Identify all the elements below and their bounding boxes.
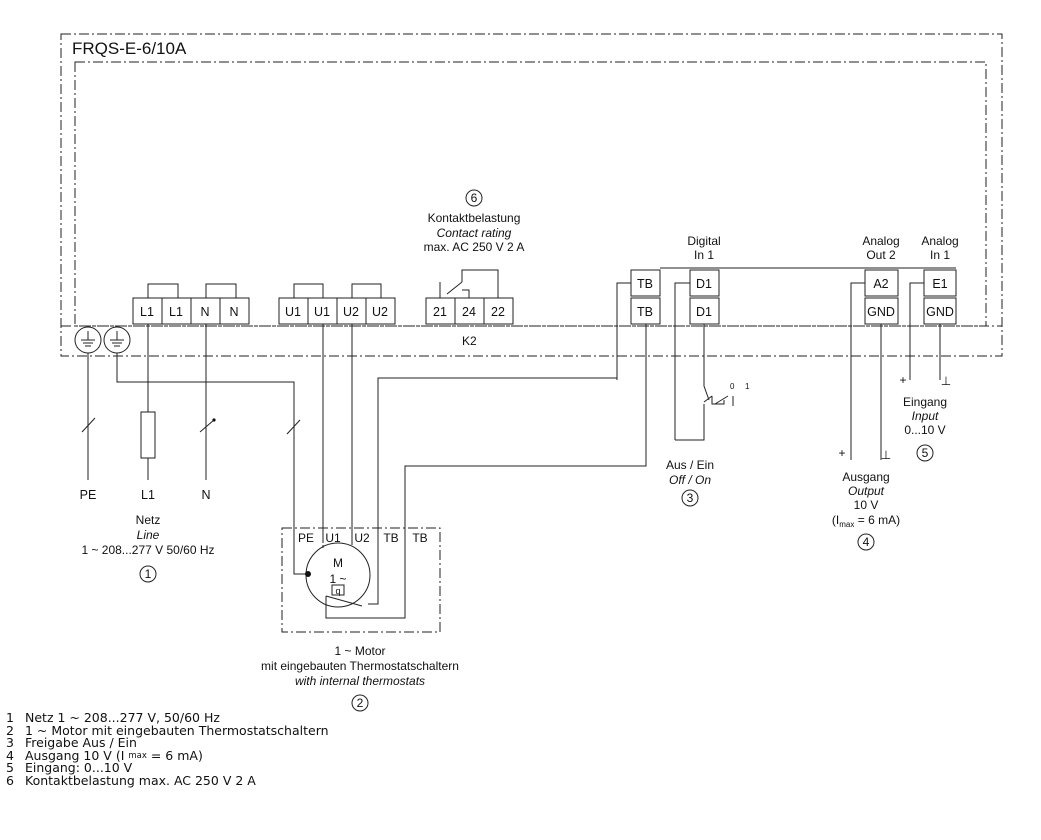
- analog-out-label: Analog: [862, 234, 899, 248]
- marker-2: [351, 694, 369, 712]
- marker-1: [139, 565, 157, 583]
- svg-text:U1: U1: [325, 531, 341, 545]
- svg-text:10 V: 10 V: [854, 498, 879, 512]
- svg-text:2: 2: [357, 696, 364, 710]
- svg-text:A2: A2: [873, 277, 888, 291]
- svg-text:U1: U1: [285, 305, 301, 319]
- svg-text:D1: D1: [696, 277, 712, 291]
- svg-text:L1: L1: [169, 305, 183, 319]
- svg-text:D1: D1: [696, 305, 712, 319]
- analog-in-label: Analog: [921, 234, 958, 248]
- svg-text:M: M: [333, 556, 343, 570]
- svg-text:Off / On: Off / On: [669, 473, 711, 487]
- svg-text:In 1: In 1: [930, 248, 950, 262]
- ground-icon: [103, 326, 131, 354]
- contact-label: Kontaktbelastung: [428, 211, 521, 225]
- svg-text:TB: TB: [383, 531, 398, 545]
- svg-text:GND: GND: [926, 305, 954, 319]
- svg-text:1 ~ 208...277 V 50/60 Hz: 1 ~ 208...277 V 50/60 Hz: [81, 543, 214, 557]
- marker-3: [681, 489, 699, 507]
- svg-text:⊥: ⊥: [881, 448, 891, 462]
- svg-text:Input: Input: [912, 409, 939, 423]
- inner-frame: [74, 61, 987, 327]
- svg-text:4: 4: [863, 535, 870, 549]
- svg-text:max. AC 250 V 2 A: max. AC 250 V 2 A: [424, 240, 525, 254]
- svg-text:3: 3: [687, 491, 694, 505]
- ausgang-label: Ausgang: [842, 470, 889, 484]
- svg-text:In 1: In 1: [694, 248, 714, 262]
- svg-text:GND: GND: [867, 305, 895, 319]
- marker-4: [857, 533, 875, 551]
- svg-text:N: N: [200, 305, 209, 319]
- svg-text:PE: PE: [80, 488, 97, 502]
- svg-text:0: 0: [730, 382, 735, 391]
- svg-text:+: +: [838, 446, 845, 460]
- svg-text:TB: TB: [412, 531, 427, 545]
- svg-text:24: 24: [462, 305, 476, 319]
- motor-box: [281, 527, 441, 633]
- svg-text:L1: L1: [140, 305, 154, 319]
- svg-text:+: +: [899, 373, 906, 387]
- svg-text:Line: Line: [137, 528, 160, 542]
- svg-text:5: 5: [922, 446, 929, 460]
- svg-text:Contact rating: Contact rating: [437, 226, 512, 240]
- relay-label: K2: [462, 334, 477, 348]
- netz-label: Netz: [136, 513, 161, 527]
- svg-text:1: 1: [745, 382, 750, 391]
- svg-text:U2: U2: [343, 305, 359, 319]
- digital-label: Digital: [687, 234, 720, 248]
- relay-contact: [439, 269, 499, 298]
- terminal-labels: L1 L1 N N U1 U1 U2 U2 21 24 22 TB D1 GND…: [140, 305, 954, 319]
- ground-icon: [74, 326, 102, 354]
- svg-text:1 ~: 1 ~: [329, 572, 346, 586]
- svg-text:N: N: [201, 488, 210, 502]
- svg-text:U2: U2: [354, 531, 370, 545]
- svg-text:1: 1: [145, 567, 152, 581]
- marker-5: [916, 444, 934, 462]
- svg-text:0...10 V: 0...10 V: [904, 423, 945, 437]
- eingang-label: Eingang: [903, 395, 947, 409]
- terminal-block: [132, 297, 957, 325]
- svg-text:U2: U2: [372, 305, 388, 319]
- svg-text:22: 22: [491, 305, 505, 319]
- fuse-icon: [140, 411, 156, 459]
- svg-text:Out 2: Out 2: [866, 248, 896, 262]
- terminal-labels-top: TB D1 A2 E1: [637, 277, 948, 291]
- svg-text:N: N: [229, 305, 238, 319]
- svg-text:Output: Output: [848, 484, 885, 498]
- svg-text:21: 21: [433, 305, 447, 319]
- svg-text:U1: U1: [314, 305, 330, 319]
- svg-text:PE: PE: [298, 531, 314, 545]
- svg-text:mit eingebauten Thermostatscha: mit eingebauten Thermostatschaltern: [261, 659, 459, 673]
- motor-caption: 1 ~ Motor: [334, 644, 385, 658]
- svg-text:6: 6: [471, 191, 478, 205]
- svg-text:q: q: [335, 586, 340, 596]
- svg-text:E1: E1: [932, 277, 947, 291]
- imax-label: (Imax = 6 mA): [832, 513, 900, 529]
- device-frame: [60, 33, 1003, 357]
- svg-text:TB: TB: [637, 277, 653, 291]
- svg-text:with internal thermostats: with internal thermostats: [295, 674, 425, 688]
- svg-text:⊥: ⊥: [941, 374, 951, 388]
- aus-ein-label: Aus / Ein: [666, 458, 714, 472]
- marker-6: [465, 189, 483, 207]
- svg-text:L1: L1: [141, 488, 155, 502]
- svg-text:TB: TB: [637, 305, 653, 319]
- device-title: FRQS-E-6/10A: [72, 39, 187, 58]
